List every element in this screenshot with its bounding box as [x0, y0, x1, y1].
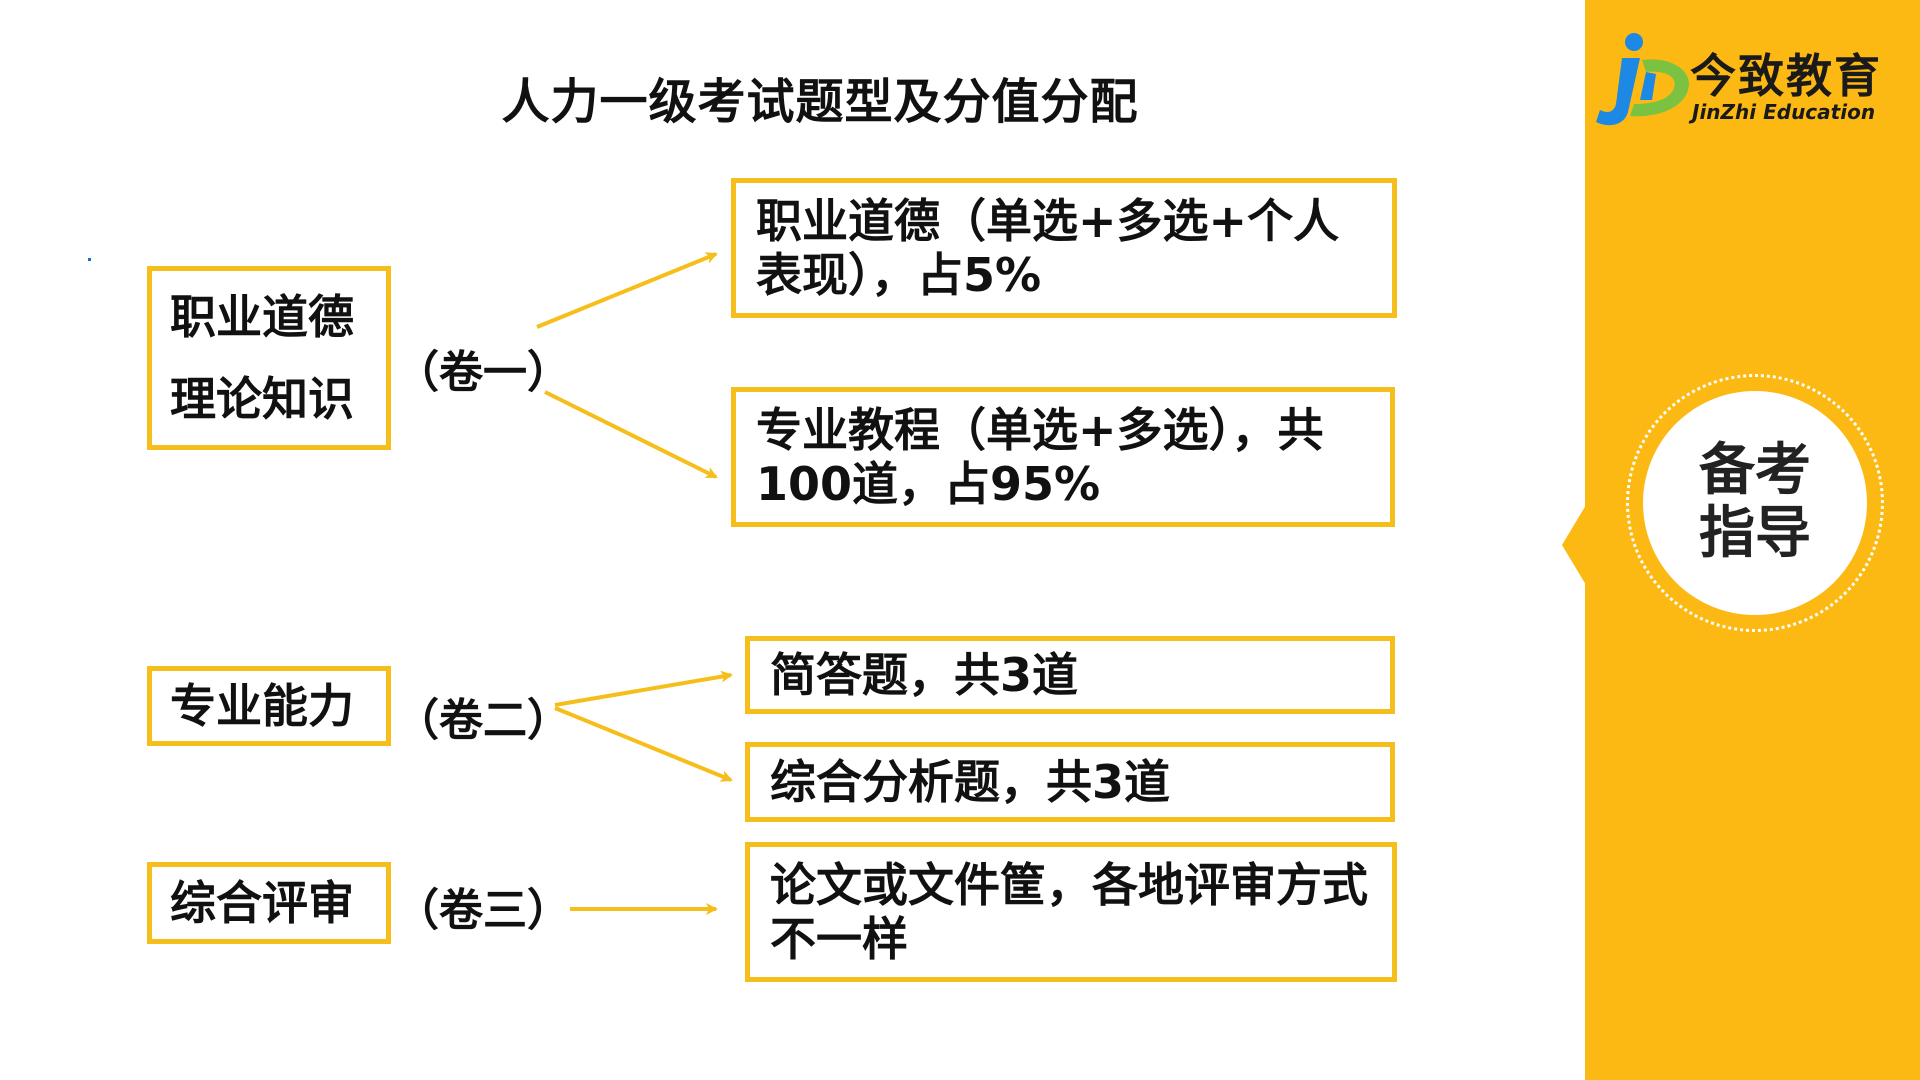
- sidebar-notch: [1562, 505, 1586, 585]
- item-box-professional-course: 专业教程（单选+多选），共100道，占95%: [731, 387, 1395, 527]
- item-box-thesis: 论文或文件筐，各地评审方式不一样: [745, 842, 1397, 982]
- paper-label-2: （卷二）: [395, 695, 571, 746]
- section-box-theory: 职业道德 理论知识: [147, 266, 391, 450]
- section-name-line1: 专业能力: [170, 679, 354, 733]
- section-name-line1: 职业道德: [170, 290, 354, 344]
- logo-text-en: JinZhi Education: [1692, 100, 1876, 124]
- badge-line2: 指导: [1699, 501, 1811, 566]
- arrow-paper2-item1: [554, 670, 733, 707]
- brand-logo: 今致教育 JinZhi Education: [1590, 30, 1900, 130]
- badge-ring: [1626, 374, 1884, 632]
- arrow-paper2-item2: [554, 706, 733, 782]
- logo-text-cn: 今致教育: [1690, 49, 1882, 103]
- stray-dot: [88, 258, 91, 261]
- item-text: 专业教程（单选+多选），共100道，占95%: [756, 402, 1324, 511]
- section-box-review: 综合评审: [147, 862, 391, 944]
- section-name-line1: 综合评审: [170, 876, 354, 930]
- paper-label-3: （卷三）: [395, 885, 571, 936]
- section-name-line2: 理论知识: [170, 372, 354, 426]
- arrow-paper1-item2: [544, 390, 718, 479]
- item-text: 论文或文件筐，各地评审方式不一样: [770, 857, 1368, 966]
- arrow-paper1-item1: [536, 252, 718, 329]
- item-box-case-analysis: 综合分析题，共3道: [745, 742, 1395, 822]
- badge-line1: 备考: [1699, 438, 1811, 504]
- item-box-short-answer: 简答题，共3道: [745, 636, 1395, 714]
- prep-guide-badge: 备考 指导: [1643, 391, 1867, 615]
- section-box-ability: 专业能力: [147, 666, 391, 746]
- item-box-ethics: 职业道德（单选+多选+个人表现），占5%: [731, 178, 1397, 318]
- item-text: 简答题，共3道: [770, 647, 1079, 702]
- jinzhi-logo-icon: [1596, 33, 1689, 126]
- item-text: 职业道德（单选+多选+个人表现），占5%: [756, 193, 1340, 302]
- item-text: 综合分析题，共3道: [770, 754, 1171, 809]
- slide-title: 人力一级考试题型及分值分配: [501, 74, 1139, 130]
- paper-label-1: （卷一）: [395, 347, 571, 398]
